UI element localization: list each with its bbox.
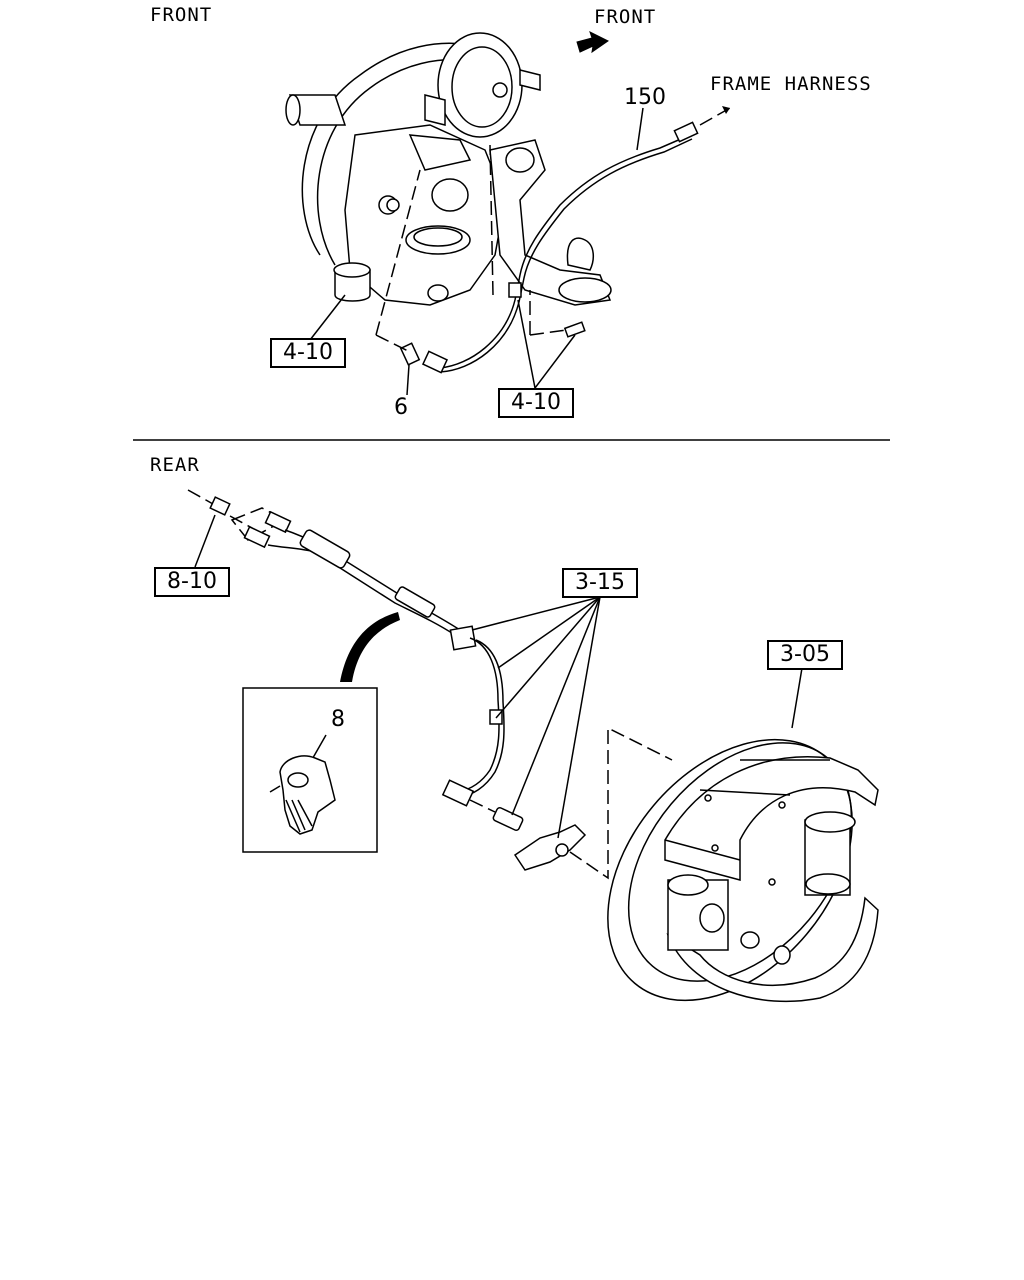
ref-box-rear-connector: 8-10 (154, 567, 230, 597)
rear-section-heading: REAR (150, 454, 200, 476)
front-direction-label: FRONT (594, 6, 657, 28)
ref-box-front-left: 4-10 (270, 338, 346, 368)
ref-box-rear-brake: 3-05 (767, 640, 843, 670)
callout-150: 150 (624, 85, 666, 110)
callout-6: 6 (394, 395, 408, 420)
frame-harness-label: FRAME HARNESS (710, 73, 872, 95)
callout-8: 8 (331, 707, 345, 732)
front-sensor-harness (375, 106, 731, 374)
front-direction-arrow-icon (576, 31, 609, 54)
front-knuckle-assembly (285, 32, 612, 306)
rear-brake-assembly (607, 738, 879, 1003)
front-section-heading: FRONT (150, 4, 213, 26)
clip-part-drawing (269, 755, 336, 835)
rear-sensor-harness (187, 489, 673, 880)
ref-box-front-right: 4-10 (498, 388, 574, 418)
ref-box-rear-sensor: 3-15 (562, 568, 638, 598)
curved-pointer-arrow-icon (340, 612, 400, 682)
